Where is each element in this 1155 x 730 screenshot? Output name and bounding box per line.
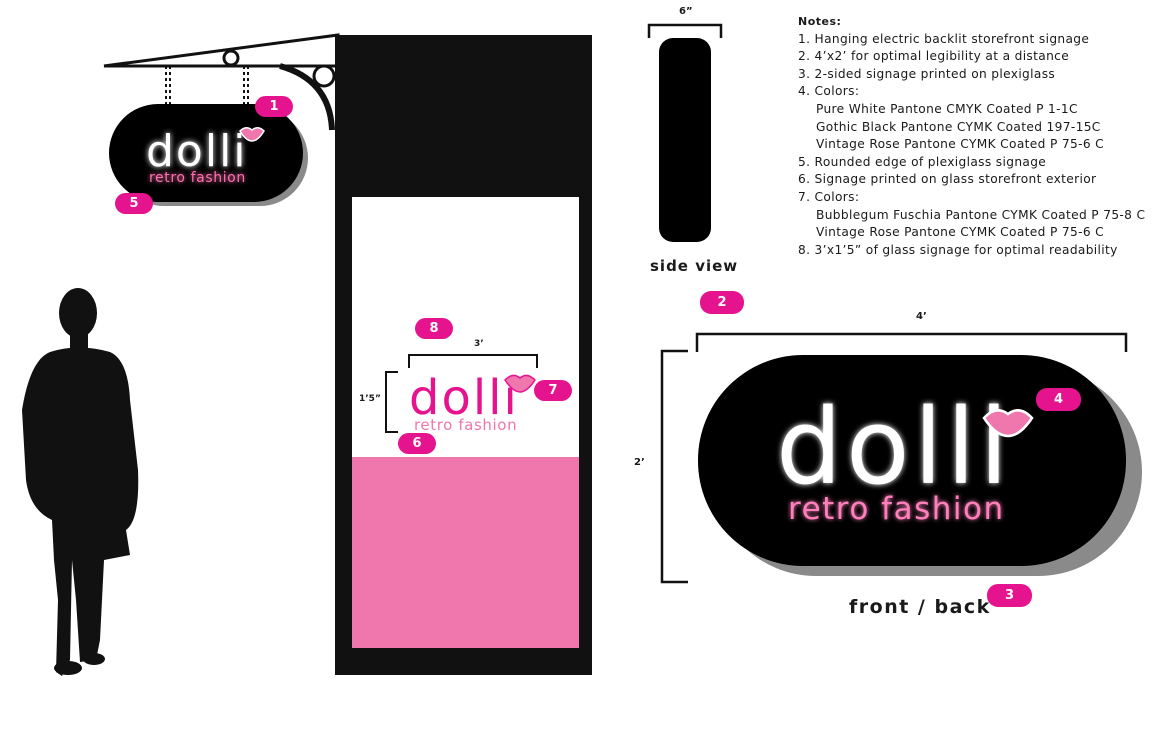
storefront-pink-panel [352, 457, 579, 648]
badge-1: 1 [255, 96, 293, 117]
note-item: 3. 2-sided signage printed on plexiglass [798, 66, 1056, 81]
front-sign-tagline: retro fashion [788, 491, 1005, 527]
hanging-sign-logo: dolli [146, 126, 248, 177]
lips-icon [239, 127, 265, 142]
dim-glass-width: 3’ [474, 339, 484, 349]
glass-sign-logo: dolli [409, 370, 519, 426]
note-subitem: Vintage Rose Pantone CYMK Coated P 75-6 … [816, 137, 1105, 152]
side-view-sign [647, 23, 723, 242]
note-item: 7. Colors: [798, 189, 860, 204]
badge-5: 5 [115, 193, 153, 214]
side-view-label: side view [650, 257, 739, 275]
notes-title: Notes: [798, 15, 842, 28]
note-subitem: Gothic Black Pantone CYMK Coated 197-15C [816, 119, 1101, 134]
badge-8: 8 [415, 318, 453, 339]
badge-3: 3 [987, 584, 1032, 607]
hanging-bracket [103, 33, 340, 131]
note-item: 2. 4’x2’ for optimal legibility at a dis… [798, 49, 1070, 64]
glass-signage: dolli retro fashion [385, 354, 538, 434]
person-silhouette [22, 288, 139, 676]
storefront [335, 35, 592, 675]
note-subitem: Vintage Rose Pantone CYMK Coated P 75-6 … [816, 225, 1105, 240]
badge-4: 4 [1036, 388, 1081, 411]
note-item: 4. Colors: [798, 84, 860, 99]
hanging-sign-tagline: retro fashion [149, 170, 246, 186]
front-sign-logo: dolli [776, 386, 1012, 508]
dim-side-width: 6” [679, 6, 693, 17]
note-item: 1. Hanging electric backlit storefront s… [798, 31, 1090, 46]
note-item: 8. 3’x1’5” of glass signage for optimal … [798, 242, 1118, 257]
glass-sign-tagline: retro fashion [414, 416, 517, 434]
badge-7: 7 [534, 380, 572, 401]
front-back-label: front / back [849, 596, 991, 618]
front-sign: dolli retro fashion [660, 332, 1142, 584]
note-subitem: Bubblegum Fuschia Pantone CYMK Coated P … [816, 207, 1146, 222]
note-subitem: Pure White Pantone CMYK Coated P 1-1C [816, 101, 1078, 116]
lips-icon [982, 409, 1034, 438]
note-item: 6. Signage printed on glass storefront e… [798, 172, 1097, 187]
dim-sign-height: 2’ [634, 457, 645, 468]
dim-glass-height: 1’5” [359, 394, 381, 404]
notes-panel: Notes: 1. Hanging electric backlit store… [798, 13, 1145, 259]
badge-2: 2 [700, 291, 744, 314]
hanging-sign: dolli retro fashion [109, 104, 308, 206]
lips-icon [504, 374, 536, 393]
note-item: 5. Rounded edge of plexiglass signage [798, 154, 1047, 169]
dim-sign-width: 4’ [916, 311, 927, 322]
badge-6: 6 [398, 433, 436, 454]
